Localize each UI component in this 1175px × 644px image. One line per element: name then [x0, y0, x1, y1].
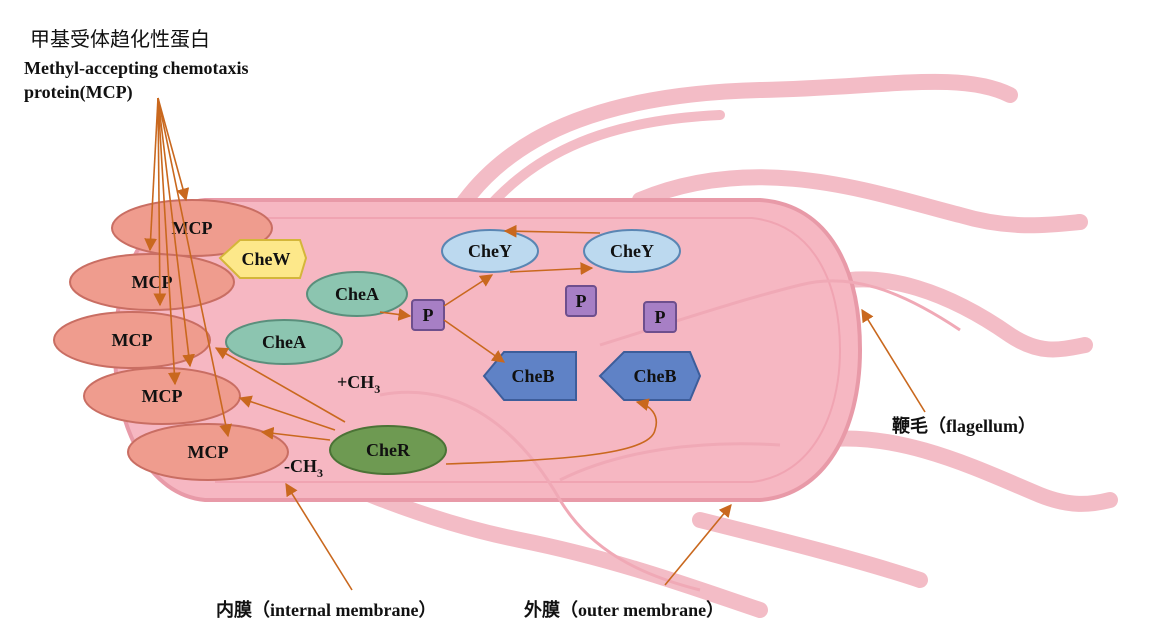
- flagellum-label: 鞭毛（flagellum）: [892, 415, 1036, 436]
- arrow-internal-membrane: [285, 482, 353, 591]
- mcp-5-label: MCP: [188, 442, 229, 462]
- arrow-p-cheb: [443, 319, 506, 363]
- cher-label: CheR: [366, 440, 411, 460]
- chey-2-label: CheY: [610, 241, 654, 261]
- arrow-cher-chea2: [214, 347, 346, 423]
- internal-membrane-label: 内膜（internal membrane）: [216, 599, 436, 620]
- p-1-label: P: [423, 305, 434, 325]
- arrow-cher-mcp4: [238, 395, 336, 431]
- chea-node-2: [225, 319, 343, 365]
- flagellum-right-mid: [802, 271, 1093, 358]
- arrow-title-mcp3: [157, 97, 195, 368]
- mcp-title-en-line1: Methyl-accepting chemotaxis: [24, 58, 248, 78]
- chew-node: [218, 239, 308, 279]
- arrow-title-mcp1: [144, 97, 159, 252]
- mcp-1-label: MCP: [172, 218, 213, 238]
- flagellum-front-3: [559, 442, 781, 482]
- chey-node-1: [441, 229, 539, 273]
- arrow-cher-cheb2: [445, 398, 657, 465]
- minus-ch3-label: -CH3: [284, 456, 323, 480]
- p-2-label: P: [576, 291, 587, 311]
- chew-label: CheW: [242, 249, 291, 269]
- cheb-2-label: CheB: [633, 366, 676, 386]
- flagellum-top: [422, 73, 1018, 273]
- mcp-title-cn: 甲基受体趋化性蛋白: [30, 27, 210, 51]
- arrow-title-mcp2: [153, 97, 167, 307]
- cell-inner-membrane: [215, 217, 842, 483]
- flagellum-right-lower: [812, 430, 1118, 512]
- chea-1-label: CheA: [335, 284, 379, 304]
- mcp-3-label: MCP: [112, 330, 153, 350]
- arrow-p-chey: [443, 274, 494, 307]
- arrow-cher-mcp5: [260, 426, 331, 441]
- mcp-title-en-line2: protein(MCP): [24, 82, 133, 103]
- arrow-title-mcp5: [157, 97, 232, 438]
- mcp-4-label: MCP: [142, 386, 183, 406]
- chea-2-label: CheA: [262, 332, 306, 352]
- p-node-1: [411, 299, 445, 331]
- chea-node-1: [306, 271, 408, 317]
- chey-1-label: CheY: [468, 241, 512, 261]
- arrow-chea-p: [379, 308, 412, 321]
- arrow-flagellum: [861, 308, 926, 413]
- outer-membrane-label: 外膜（outer membrane）: [524, 599, 724, 620]
- arrow-chey2-chey1: [503, 224, 601, 238]
- arrow-outer-membrane: [664, 504, 732, 586]
- flagellum-right-upper: [632, 169, 1088, 234]
- p-node-3: [643, 301, 677, 333]
- arrow-chey1-chey2: [509, 262, 594, 275]
- cheb-node-2: [598, 351, 702, 401]
- arrow-title-mcp1b: [157, 97, 190, 202]
- p-3-label: P: [655, 307, 666, 327]
- chey-node-2: [583, 229, 681, 273]
- p-node-2: [565, 285, 597, 317]
- plus-ch3-label: +CH3: [337, 372, 380, 396]
- cher-node: [329, 425, 447, 475]
- cheb-1-label: CheB: [511, 366, 554, 386]
- flagellum-front-2: [379, 390, 701, 592]
- arrows: [144, 97, 926, 591]
- mcp-5: [127, 423, 289, 481]
- flagellum-bottom-right: [692, 512, 928, 588]
- mcp-2-label: MCP: [132, 272, 173, 292]
- arrow-title-mcp4: [157, 97, 181, 386]
